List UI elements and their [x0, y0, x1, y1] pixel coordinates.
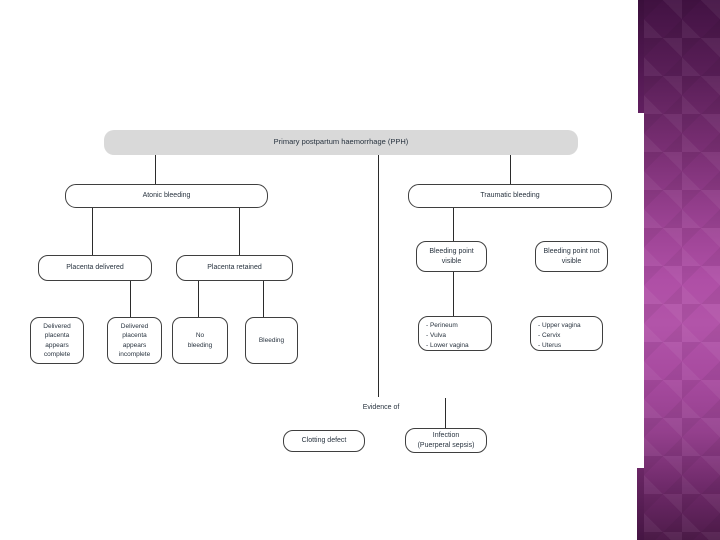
node-not-visible-sites-list: - Upper vagina - Cervix - Uterus	[530, 316, 603, 351]
node-no-bleeding: No bleeding	[172, 317, 228, 364]
list-item: - Upper vagina	[538, 322, 581, 329]
infection-label-line1: Infection	[432, 432, 460, 440]
connector-pph-to-atonic	[155, 155, 156, 184]
node-delivered-placenta-complete: Delivered placenta appears complete	[30, 317, 84, 364]
connector-atonic-to-delivered	[92, 208, 93, 255]
node-placenta-delivered: Placenta delivered	[38, 255, 152, 281]
node-bleeding-point-not-visible: Bleeding point not visible	[535, 241, 608, 272]
list-item: - Cervix	[538, 332, 561, 340]
list-item: - Perineum	[426, 322, 458, 329]
connector-evidence-to-infection	[445, 398, 446, 428]
infection-label-line2: (Puerperal sepsis)	[417, 441, 475, 449]
node-delivered-placenta-incomplete: Delivered placenta appears incomplete	[107, 317, 162, 364]
connector-retained-to-bleeding	[263, 281, 264, 317]
no-bleeding-label: No bleeding	[187, 332, 213, 349]
list-item: - Uterus	[538, 342, 562, 350]
node-traumatic-bleeding: Traumatic bleeding	[408, 184, 612, 208]
connector-retained-to-no-bleeding	[198, 281, 199, 317]
evidence-of-label: Evidence of	[362, 404, 400, 411]
connector-pph-to-traumatic	[510, 155, 511, 184]
sidebar-accent-strip-top	[638, 0, 644, 113]
connector-traumatic-to-visible	[453, 208, 454, 241]
node-bleeding-point-visible: Bleeding point visible	[416, 241, 487, 272]
list-item: - Vulva	[426, 332, 446, 340]
node-atonic-bleeding: Atonic bleeding	[65, 184, 268, 208]
list-item: - Lower vagina	[426, 342, 469, 350]
connector-visible-to-sites	[453, 272, 454, 316]
node-clotting-defect: Clotting defect	[283, 430, 365, 452]
node-visible-sites-list: - Perineum - Vulva - Lower vagina	[418, 316, 492, 351]
node-infection: Infection (Puerperal sepsis)	[405, 428, 487, 453]
decorative-sidebar	[644, 0, 720, 540]
connector-delivered-to-incomplete	[130, 281, 131, 317]
sidebar-accent-strip-bottom	[637, 468, 644, 540]
connector-atonic-to-retained	[239, 208, 240, 255]
node-bleeding: Bleeding	[245, 317, 298, 364]
node-pph-title: Primary postpartum haemorrhage (PPH)	[104, 130, 578, 155]
connector-pph-to-evidence	[378, 155, 379, 397]
node-placenta-retained: Placenta retained	[176, 255, 293, 281]
